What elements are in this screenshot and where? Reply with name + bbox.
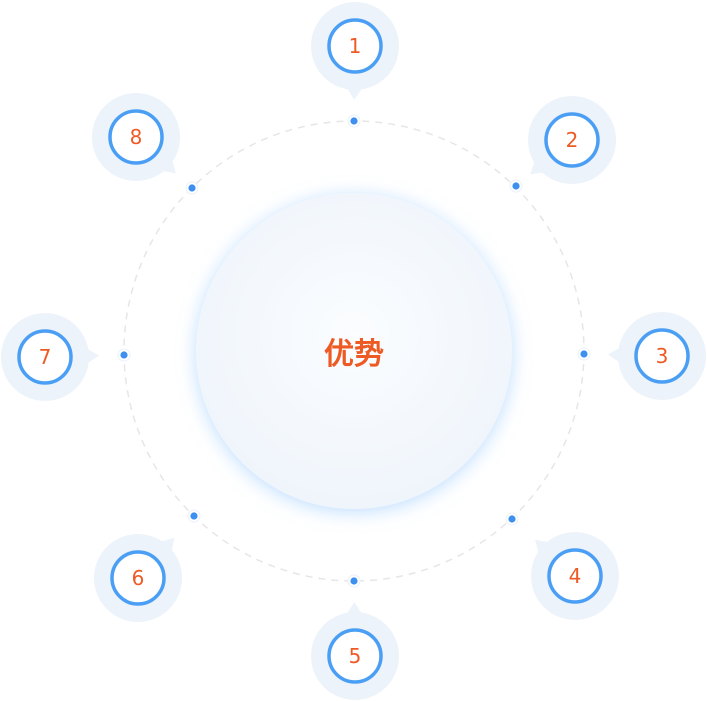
node-2: 2	[509, 96, 616, 193]
number-ring	[108, 109, 164, 165]
number-ring	[634, 328, 690, 384]
number-ring	[327, 18, 383, 74]
number-ring	[17, 329, 73, 385]
number-ring	[327, 628, 383, 684]
orbit-dot-core	[350, 577, 358, 585]
number-ring	[110, 550, 166, 606]
orbit-dot-core	[120, 351, 128, 359]
orbit-dot-core	[190, 512, 198, 520]
orbit-dot-core	[350, 117, 358, 125]
node-number: 4	[569, 564, 582, 588]
node-number: 7	[39, 345, 52, 369]
orbit-dot-core	[188, 184, 196, 192]
node-number: 1	[349, 34, 362, 58]
node-1: 1	[311, 2, 399, 128]
orbit-dot-core	[508, 515, 516, 523]
number-ring	[547, 548, 603, 604]
center-label: 优势	[324, 337, 384, 372]
node-3: 3	[577, 312, 706, 400]
number-ring	[544, 112, 600, 168]
node-5: 5	[311, 574, 399, 700]
node-number: 2	[566, 128, 579, 152]
node-number: 6	[132, 566, 145, 590]
orbit-dot-core	[580, 350, 588, 358]
node-7: 7	[1, 313, 131, 401]
node-4: 4	[505, 512, 619, 620]
orbit-dot-core	[512, 182, 520, 190]
node-8: 8	[92, 93, 199, 195]
node-number: 3	[656, 344, 669, 368]
center-circle	[196, 193, 512, 509]
node-number: 5	[349, 644, 362, 668]
node-6: 6	[94, 509, 201, 622]
node-number: 8	[130, 125, 143, 149]
